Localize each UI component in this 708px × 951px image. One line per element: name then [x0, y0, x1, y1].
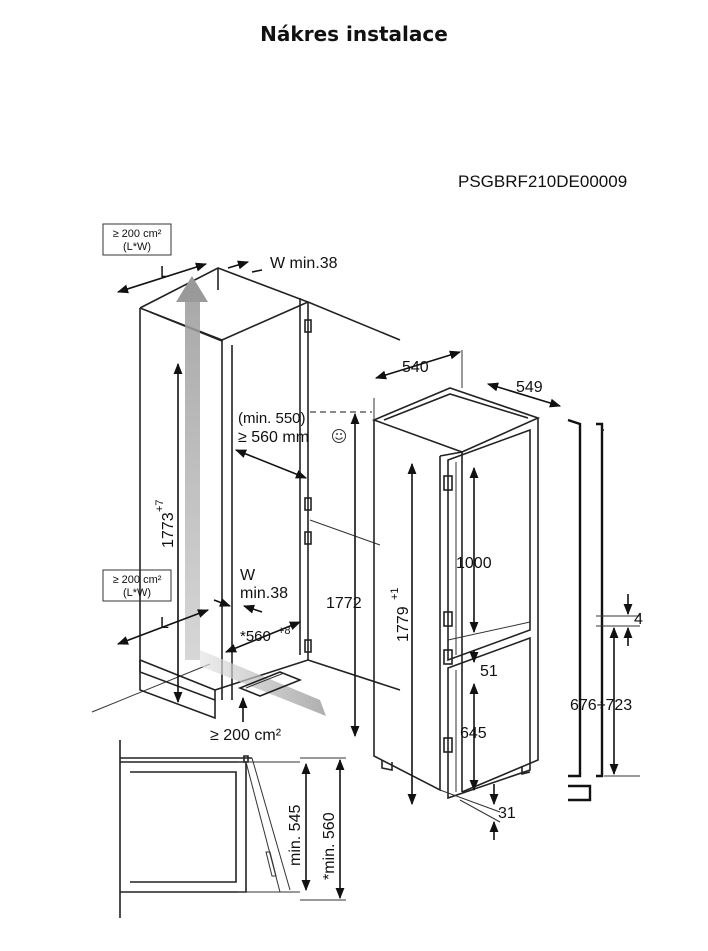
svg-text:*min. 560: *min. 560	[321, 812, 338, 880]
appliance	[371, 387, 541, 800]
svg-text:≥ 200 cm²: ≥ 200 cm²	[113, 574, 162, 586]
svg-text:W min.38: W min.38	[270, 255, 338, 272]
vent-label-top: ≥ 200 cm² (L*W)	[102, 223, 172, 256]
dim-549: 549	[461, 376, 562, 408]
svg-text:≥ 200 cm²: ≥ 200 cm²	[113, 228, 162, 240]
plan-detail	[119, 740, 300, 918]
svg-text:min.38: min.38	[240, 585, 288, 602]
svg-text:1772: 1772	[326, 595, 362, 612]
svg-text:549: 549	[516, 379, 543, 396]
floor-vent-label: ≥ 200 cm²	[210, 696, 282, 744]
svg-text:51: 51	[480, 663, 498, 680]
dim-W-bottom: W min.38	[213, 567, 288, 614]
svg-text:W: W	[240, 567, 256, 584]
dim-L-top: L	[116, 262, 208, 294]
dim-L-bottom: L	[116, 609, 210, 645]
door-side-profile	[567, 418, 640, 802]
svg-text:+8: +8	[278, 625, 291, 637]
svg-text:≥ 200 cm²: ≥ 200 cm²	[210, 727, 282, 744]
svg-text:645: 645	[460, 725, 487, 742]
dim-51: 51	[469, 650, 498, 680]
drawing-code: PSGBRF210DE00009	[458, 172, 627, 191]
svg-text:676÷723: 676÷723	[570, 697, 632, 714]
dim-niche-height: 1773 +7	[154, 362, 183, 704]
svg-text:4: 4	[634, 611, 643, 628]
dim-4: 4	[623, 594, 643, 646]
svg-text:(min. 550): (min. 550)	[238, 410, 306, 427]
svg-text:L: L	[160, 264, 169, 281]
svg-text:540: 540	[402, 359, 429, 376]
svg-text:1773: 1773	[160, 512, 177, 548]
dim-width-560: (min. 550) ≥ 560 mm	[234, 410, 346, 479]
svg-text:(L*W): (L*W)	[123, 241, 151, 253]
dim-W-top: W min.38	[227, 255, 338, 273]
svg-text:1000: 1000	[456, 555, 492, 572]
dim-1779: 1779 +1	[389, 462, 417, 806]
svg-text:L: L	[160, 615, 169, 632]
cabinet-niche	[91, 267, 401, 720]
svg-text:(L*W): (L*W)	[123, 587, 151, 599]
page-title: Nákres instalace	[260, 22, 448, 46]
dim-min-560: *min. 560	[300, 757, 346, 901]
svg-text:≥ 560 mm: ≥ 560 mm	[238, 429, 309, 446]
dim-645: 645	[460, 682, 487, 792]
svg-text:*560: *560	[240, 628, 271, 645]
vent-label-bottom: ≥ 200 cm² (L*W)	[102, 569, 172, 602]
dim-min-545: min. 545	[287, 762, 311, 892]
svg-text:+7: +7	[154, 499, 166, 512]
dim-540: 540	[373, 350, 463, 420]
svg-text:min. 545: min. 545	[287, 805, 304, 866]
svg-text:+1: +1	[389, 587, 401, 600]
dim-1772: 1772	[310, 411, 372, 738]
dim-depth-560: *560 +8	[224, 621, 302, 653]
dim-1000: 1000	[456, 466, 492, 634]
svg-text:1779: 1779	[395, 606, 412, 642]
dim-676-723: 676÷723	[570, 626, 632, 776]
svg-text:31: 31	[498, 805, 516, 822]
dim-31: 31	[439, 784, 516, 840]
